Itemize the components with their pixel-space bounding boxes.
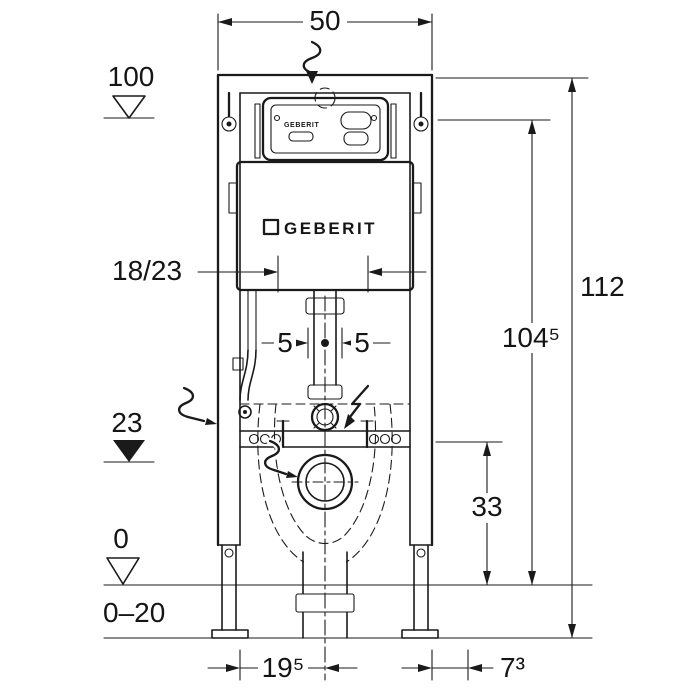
foot-plate-left [211, 629, 249, 639]
dim-label-104-5: 104⁵ [502, 322, 560, 353]
dimension-total-height: 112 [435, 77, 625, 639]
wall-anchors [221, 91, 429, 132]
foot-plate-right [401, 629, 439, 639]
flush-button-large [340, 111, 372, 130]
level-mark-23: 23 [103, 407, 155, 463]
side-bracket-left [228, 182, 238, 214]
squiggle-arrow-left [177, 386, 217, 425]
mounting-frame [216, 73, 434, 547]
foot-lock-screw-right [416, 548, 426, 558]
level-mark-0: 0 [106, 523, 140, 585]
level-mark-100: 100 [103, 61, 155, 119]
concealed-cistern: GEBERIT [228, 160, 422, 292]
plate-center-mark [314, 87, 336, 109]
dim-label-18-23: 18/23 [112, 255, 182, 286]
geberit-logo-text: GEBERIT [284, 219, 377, 238]
dim-label-23: 23 [111, 407, 142, 438]
wc-fixing-hardware [248, 419, 402, 449]
lightning-arrow [344, 384, 370, 429]
dim-label-100: 100 [108, 61, 155, 92]
center-reference-dot [321, 339, 329, 347]
dim-label-0: 0 [113, 523, 129, 554]
dimension-depth: 18/23 [112, 255, 427, 293]
squiggle-arrow-bowl [261, 437, 298, 478]
side-bracket-right [412, 182, 422, 214]
dimension-inner-height: 104⁵ [437, 119, 565, 586]
connection-symbols [177, 40, 370, 478]
dim-label-33: 33 [471, 491, 502, 522]
dim-label-5-left: 5 [277, 327, 293, 358]
dimension-side-offset: 7³ [401, 649, 525, 683]
dim-label-7-3: 7³ [500, 652, 525, 683]
dimension-offsets: 5 5 [261, 327, 391, 359]
dim-label-floor-range: 0–20 [103, 597, 165, 628]
stop-valve [238, 405, 252, 419]
dimension-outlet-offset: 19⁵ [207, 649, 358, 683]
squiggle-arrow-top [302, 40, 322, 84]
geberit-logo-mark [262, 218, 280, 236]
plate-logo-text: GEBERIT [284, 122, 319, 129]
dimension-outlet-height: 33 [435, 441, 505, 586]
dim-label-19-5: 19⁵ [262, 652, 305, 683]
dim-label-112: 112 [580, 271, 625, 302]
dim-label-5-right: 5 [354, 327, 370, 358]
dimension-top-width: 50 [217, 5, 433, 71]
water-supply-connection [232, 289, 257, 419]
flush-button-medium [343, 131, 369, 146]
foot-lock-screw-left [224, 548, 234, 558]
floor-lines [103, 584, 593, 639]
flush-button-small [288, 131, 314, 142]
inspection-shaft: GEBERIT [254, 87, 397, 162]
dim-label-50: 50 [309, 5, 340, 36]
pipe-clamp [232, 357, 244, 371]
